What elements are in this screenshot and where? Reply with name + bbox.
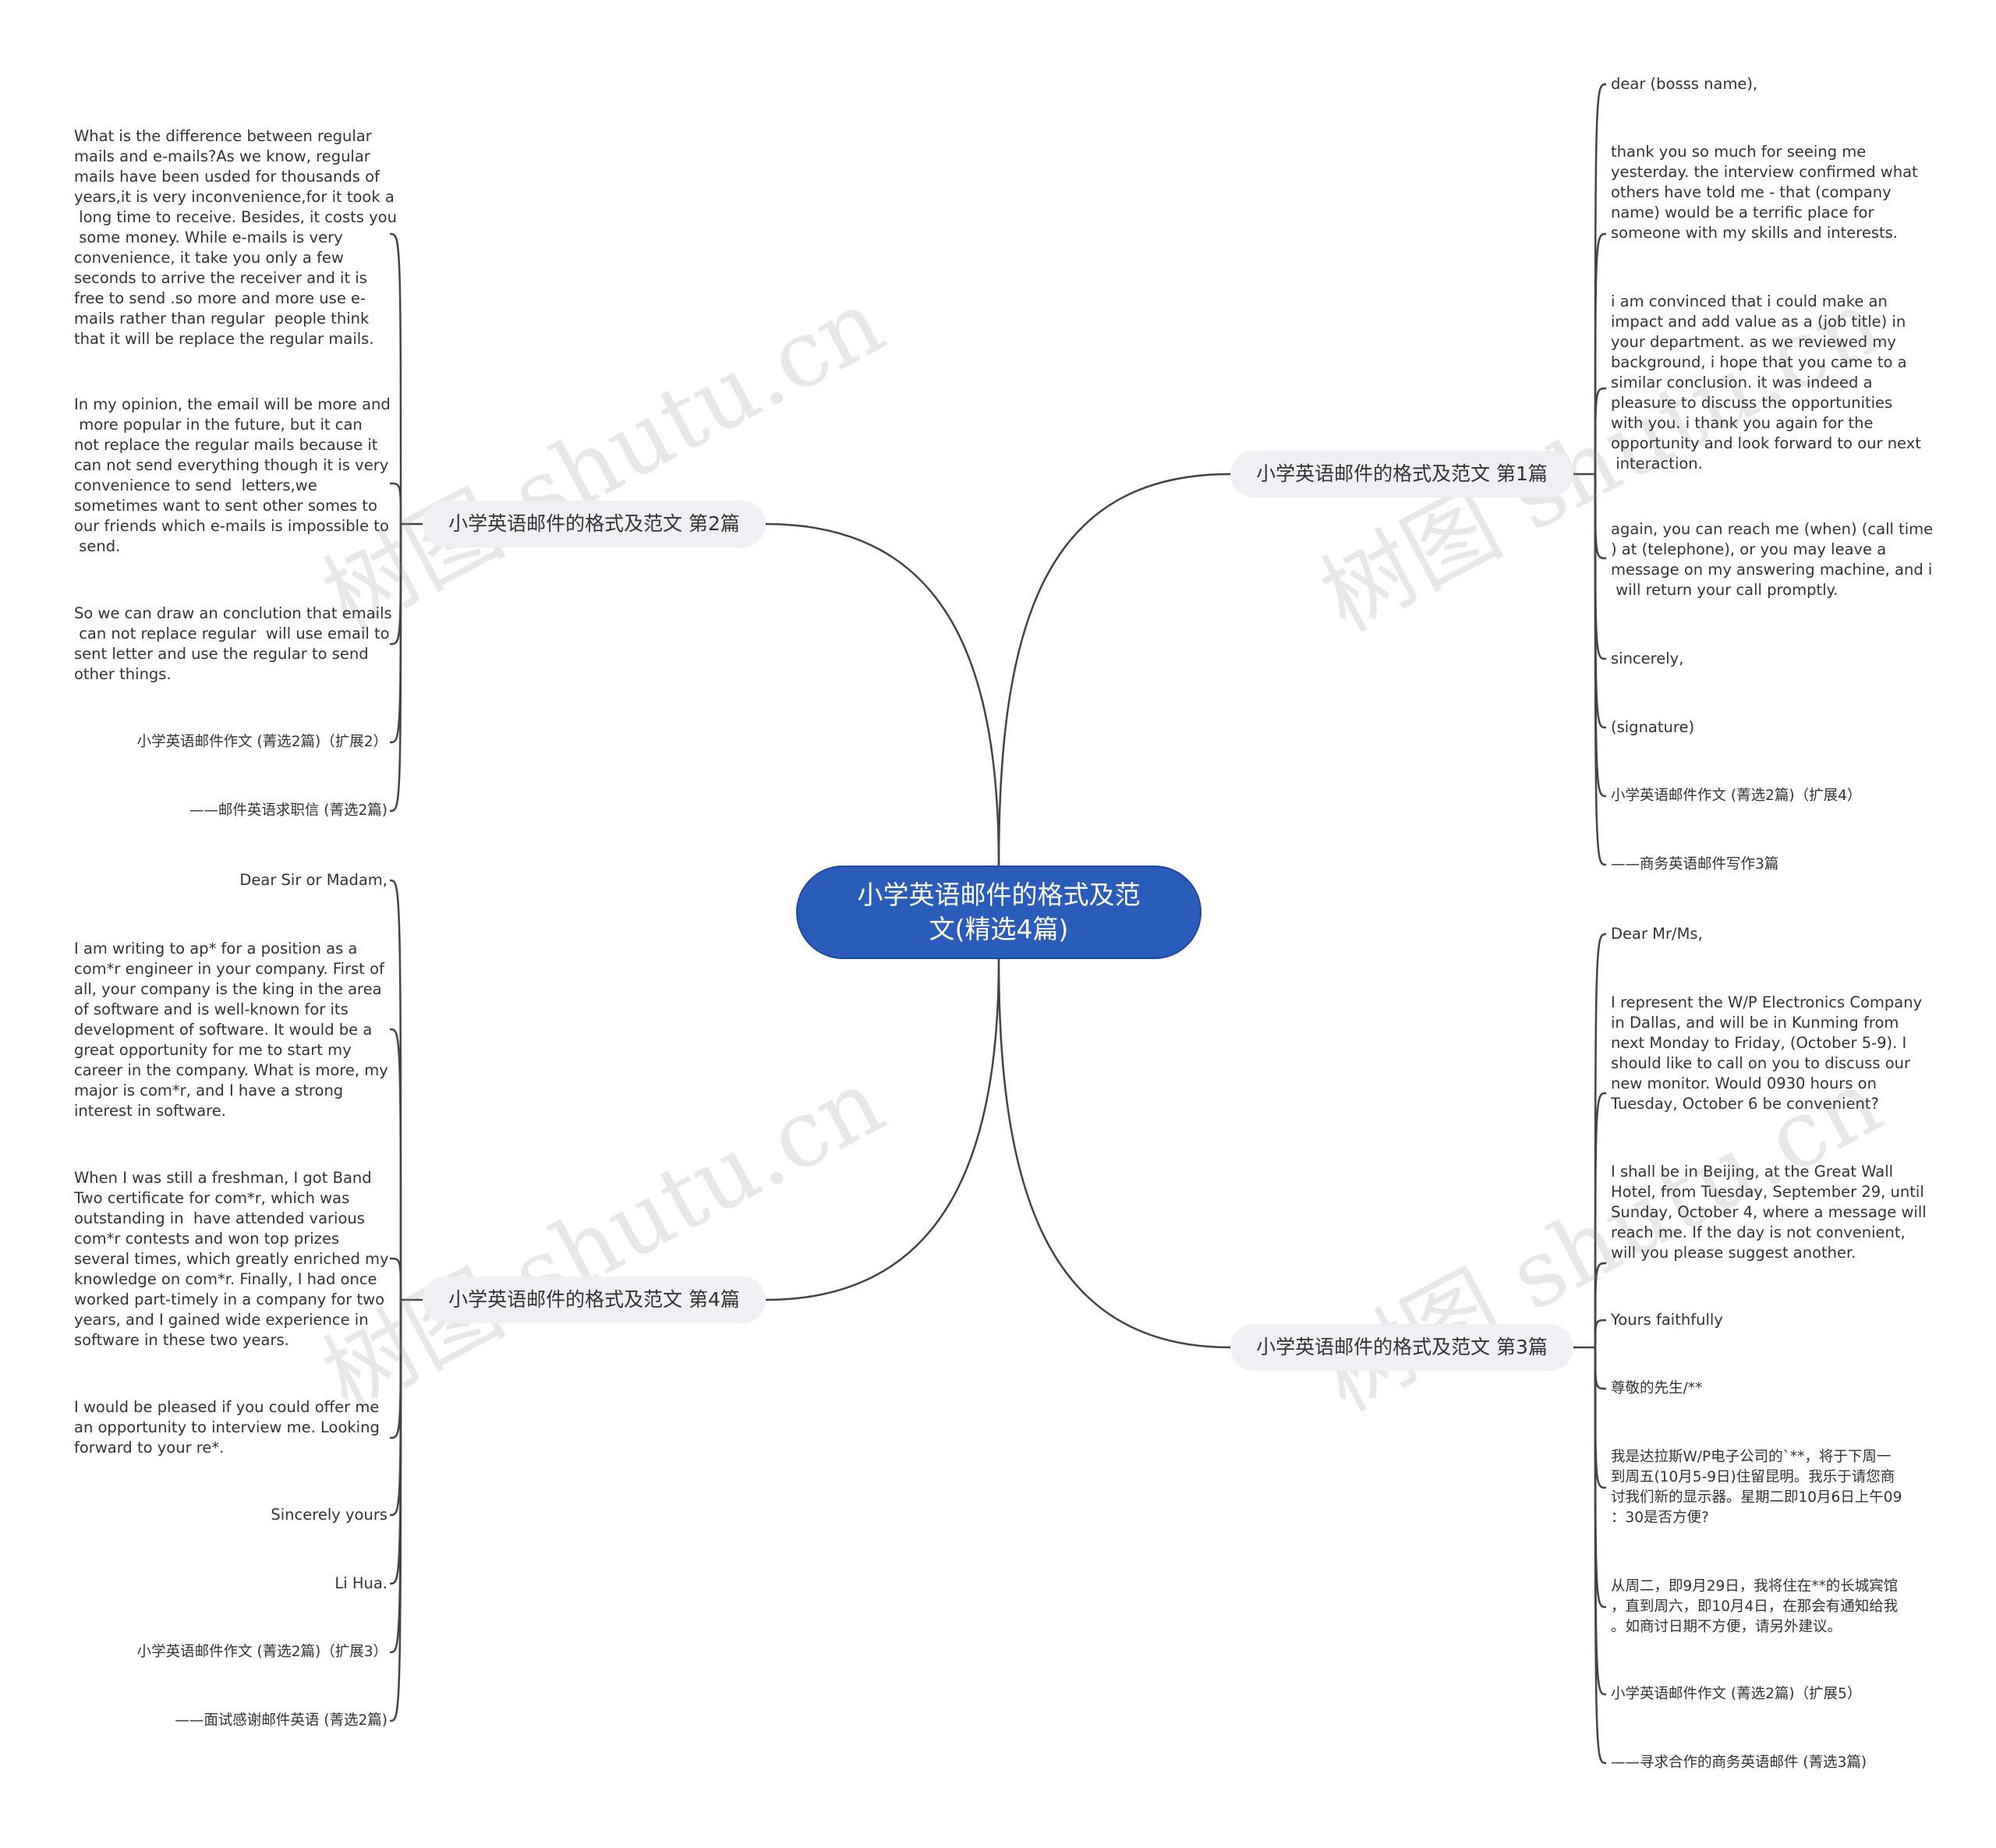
branch-node-4[interactable]: 小学英语邮件的格式及范文 第4篇 xyxy=(423,1276,766,1323)
edge-b4-leaf-7 xyxy=(389,1299,402,1722)
root-node[interactable]: 小学英语邮件的格式及范 文(精选4篇) xyxy=(796,866,1201,959)
edge-b1-leaf-2 xyxy=(1594,387,1607,475)
edge-root-b1 xyxy=(997,473,1231,866)
leaf-b2-3: 小学英语邮件作文 (菁选2篇)（扩展2） xyxy=(136,734,388,750)
leaf-b1-4: sincerely, xyxy=(1611,650,1684,667)
edge-b3-leaf-1 xyxy=(1594,1092,1607,1348)
edge-b3-leaf-7 xyxy=(1594,1347,1607,1696)
leaf-b1-1: thank you so much for seeing me yesterda… xyxy=(1611,143,1918,242)
leaf-b4-3: I would be pleased if you could offer me… xyxy=(74,1398,380,1457)
leaf-b3-1: I represent the W/P Electronics Company … xyxy=(1611,993,1923,1113)
leaf-b4-2: When I was still a freshman, I got Band … xyxy=(74,1169,389,1349)
edge-b2-leaf-0 xyxy=(389,232,402,525)
leaf-b4-1: I am writing to ap* for a position as a … xyxy=(74,940,388,1120)
edge-b3-leaf-4 xyxy=(1594,1347,1607,1390)
leaf-b4-7: ——面试感谢邮件英语 (菁选2篇) xyxy=(175,1712,388,1729)
edge-b3-leaf-3 xyxy=(1594,1319,1607,1348)
edge-b3-leaf-2 xyxy=(1594,1262,1607,1348)
edge-root-b2 xyxy=(765,522,1000,866)
edge-b4-leaf-1 xyxy=(389,1028,402,1301)
leaf-b3-4: 尊敬的先生/** xyxy=(1611,1380,1703,1397)
leaf-b1-7: ——商务英语邮件写作3篇 xyxy=(1611,856,1779,873)
leaf-b1-0: dear (bosss name), xyxy=(1611,75,1758,93)
leaf-b2-1: In my opinion, the email will be more an… xyxy=(74,395,391,555)
edge-b1-leaf-3 xyxy=(1594,473,1607,560)
leaf-b4-6: 小学英语邮件作文 (菁选2篇)（扩展3） xyxy=(136,1644,388,1660)
edge-b2-leaf-1 xyxy=(389,482,402,525)
edge-b4-leaf-2 xyxy=(389,1257,402,1301)
branch-node-2[interactable]: 小学英语邮件的格式及范文 第2篇 xyxy=(423,501,766,547)
leaf-b4-4: Sincerely yours xyxy=(271,1506,388,1524)
edge-b4-leaf-3 xyxy=(389,1299,402,1439)
leaf-b4-0: Dear Sir or Madam, xyxy=(239,871,388,889)
edge-b3-leaf-8 xyxy=(1594,1347,1607,1765)
leaf-b1-2: i am convinced that i could make an impa… xyxy=(1611,292,1921,473)
branch-node-1[interactable]: 小学英语邮件的格式及范文 第1篇 xyxy=(1230,451,1573,497)
leaf-b3-0: Dear Mr/Ms, xyxy=(1611,925,1703,943)
leaf-b2-0: What is the difference between regular m… xyxy=(74,127,397,348)
leaf-b3-7: 小学英语邮件作文 (菁选2篇)（扩展5） xyxy=(1611,1686,1862,1702)
leaf-b3-2: I shall be in Beijing, at the Great Wall… xyxy=(1611,1163,1927,1262)
edge-root-b3 xyxy=(997,958,1231,1349)
branch-node-3[interactable]: 小学英语邮件的格式及范文 第3篇 xyxy=(1230,1324,1573,1371)
leaf-b3-6: 从周二，即9月29日，我将住在**的长城宾馆 ，直到周六，即10月4日，在那会有… xyxy=(1611,1578,1899,1635)
edge-b3-leaf-5 xyxy=(1594,1347,1607,1489)
edge-b1-leaf-1 xyxy=(1594,232,1607,475)
leaf-b4-5: Li Hua. xyxy=(334,1574,388,1592)
leaf-b2-2: So we can draw an conclution that emails… xyxy=(74,604,392,683)
leaf-b3-5: 我是达拉斯W/P电子公司的`**，将于下周一 到周五(10月5-9日)住留昆明。… xyxy=(1611,1449,1902,1526)
edge-b4-leaf-5 xyxy=(389,1299,402,1585)
leaf-b3-3: Yours faithfully xyxy=(1611,1311,1723,1329)
edge-b2-leaf-4 xyxy=(389,523,402,812)
edge-b1-leaf-4 xyxy=(1594,473,1607,660)
leaf-b1-5: (signature) xyxy=(1611,718,1695,736)
edge-root-b4 xyxy=(765,958,1000,1301)
leaf-b2-4: ——邮件英语求职信 (菁选2篇) xyxy=(189,802,388,819)
leaf-b1-6: 小学英语邮件作文 (菁选2篇)（扩展4） xyxy=(1611,788,1862,804)
edge-b1-leaf-7 xyxy=(1594,473,1607,866)
leaf-b1-3: again, you can reach me (when) (call tim… xyxy=(1611,520,1934,599)
leaf-b3-8: ——寻求合作的商务英语邮件 (菁选3篇) xyxy=(1611,1754,1867,1771)
edge-b1-leaf-5 xyxy=(1594,473,1607,729)
